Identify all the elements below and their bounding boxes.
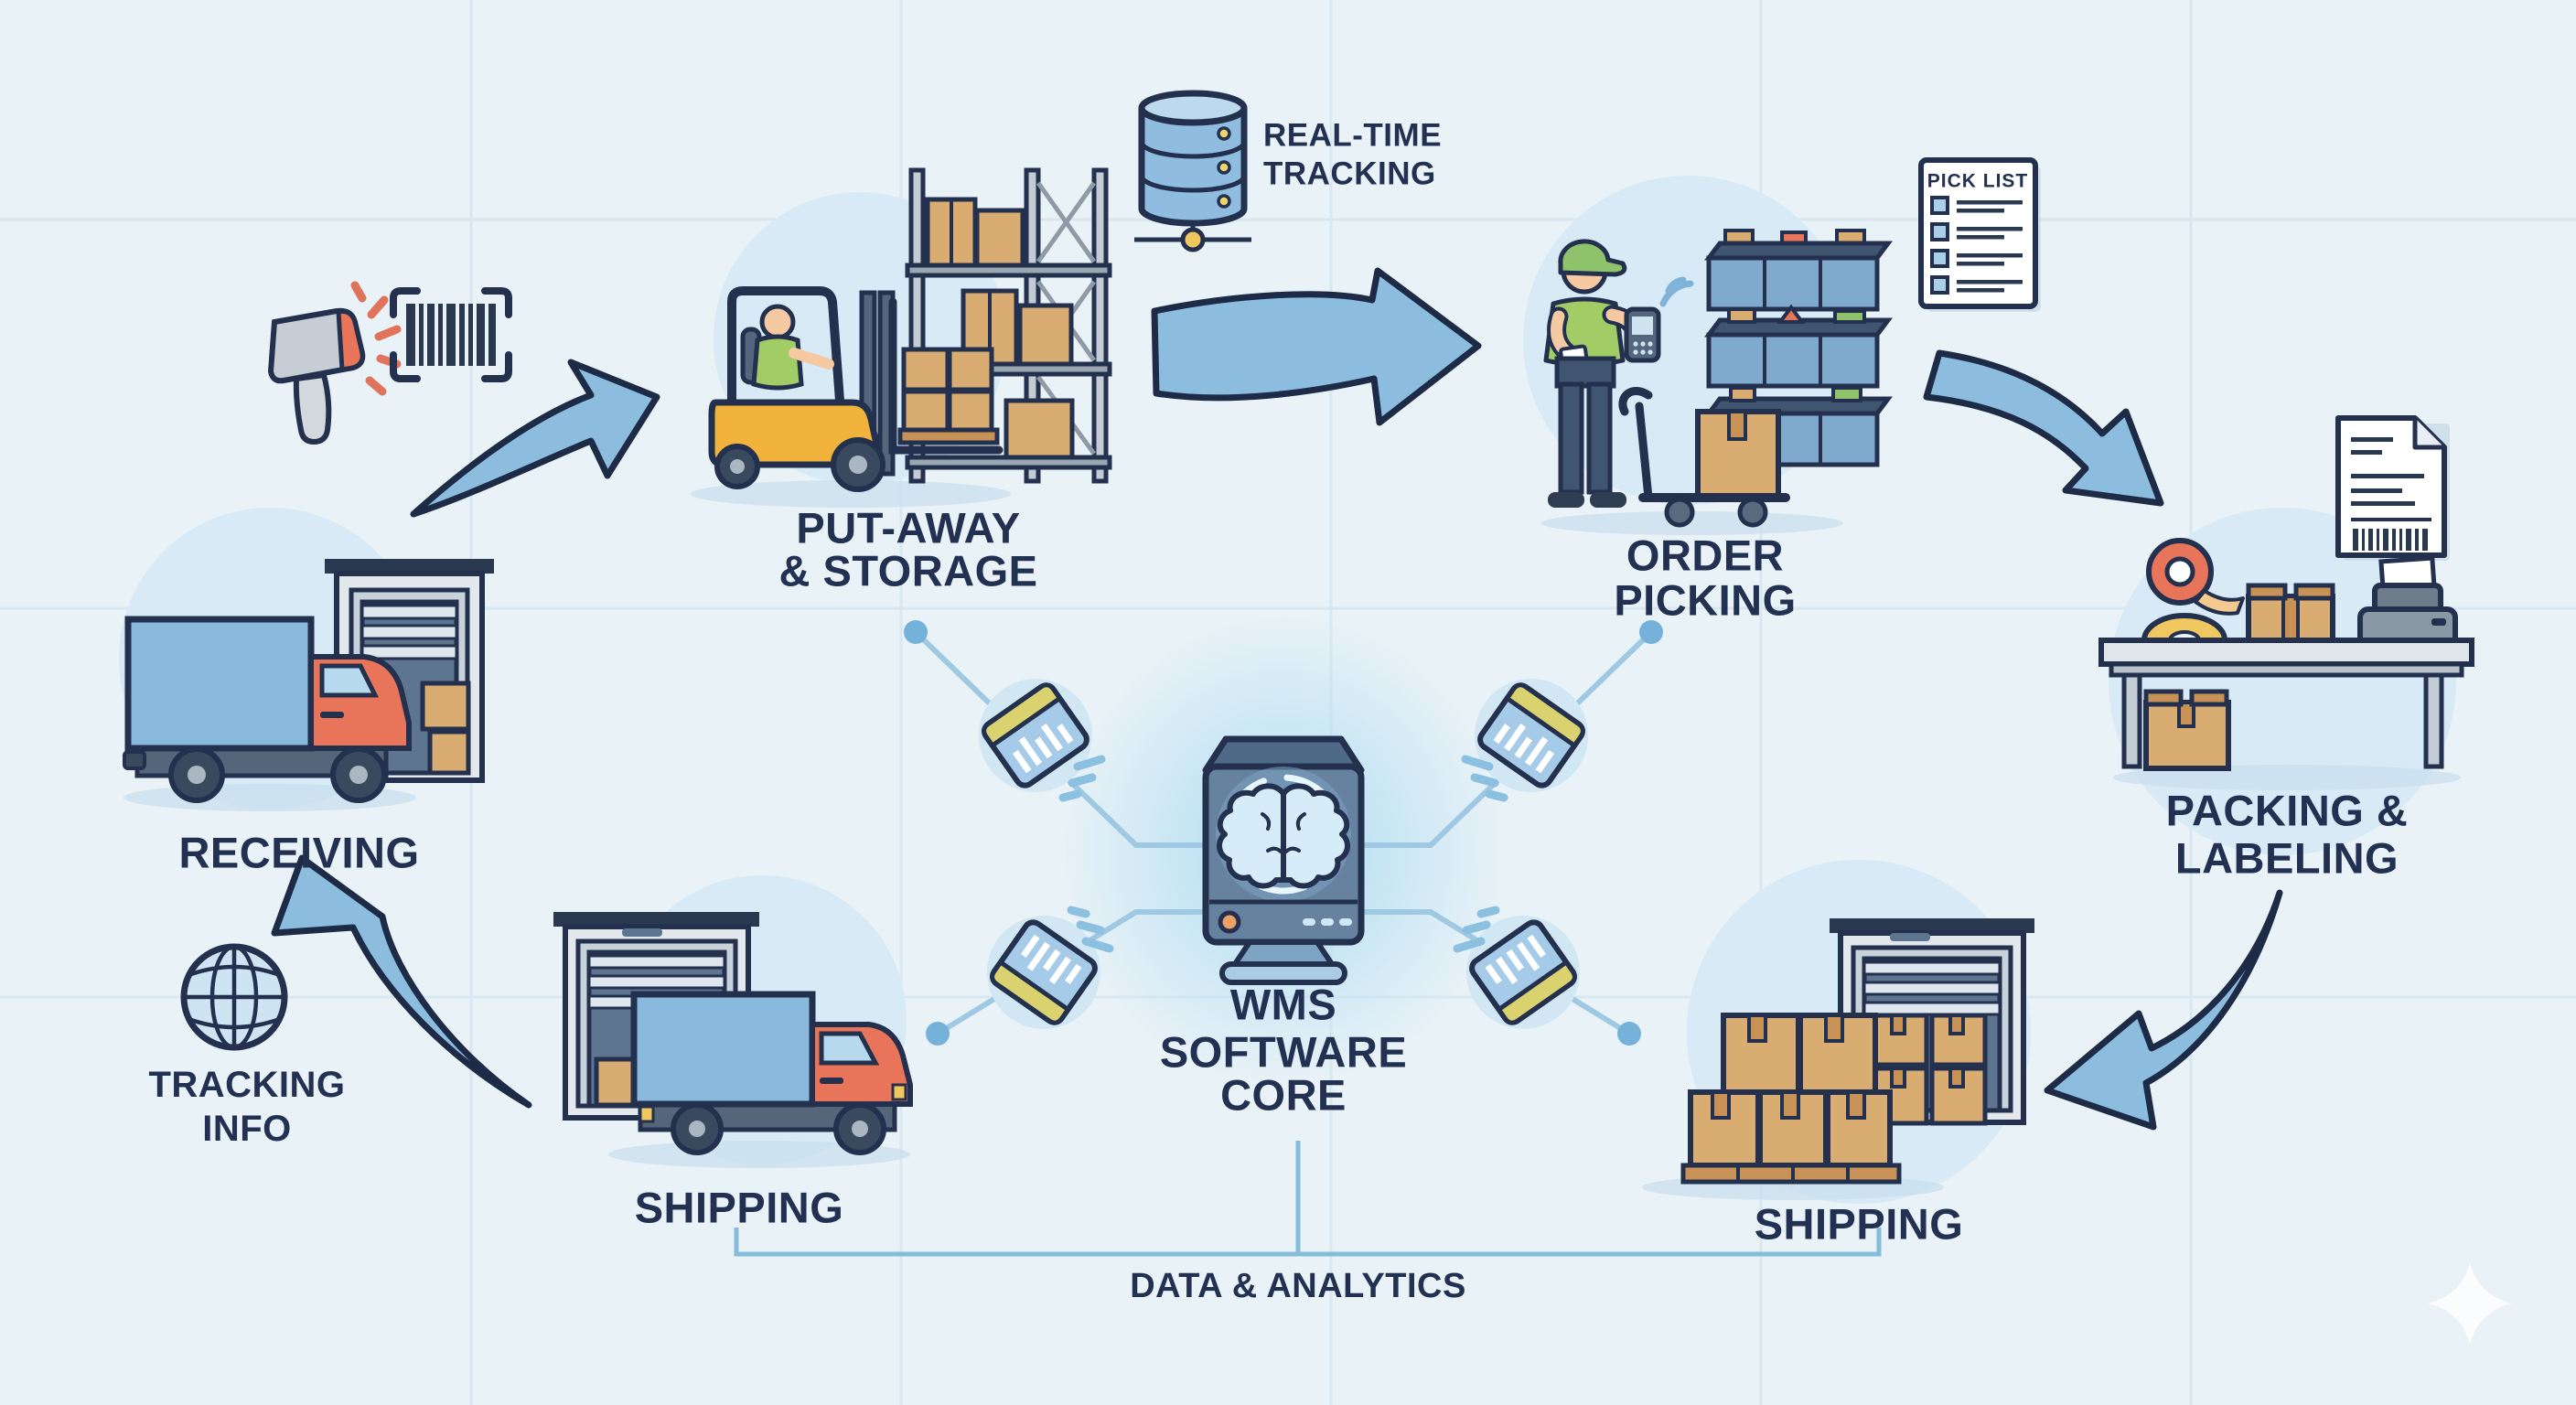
barcode-icon (390, 287, 512, 382)
pick-list-icon (1918, 157, 2041, 312)
data-packet-icon (987, 910, 1110, 1029)
label-trackinginfo-line2: INFO (202, 1109, 292, 1149)
label-packing-line1: PACKING & (2165, 786, 2409, 835)
warehouse-worker-icon (1543, 239, 1694, 508)
brain-icon (1217, 783, 1350, 889)
label-data-analytics: DATA & ANALYTICS (1130, 1267, 1466, 1305)
flow-arrows (271, 267, 2283, 1131)
label-orderpicking-line1: ORDER (1626, 531, 1785, 580)
arrow-picking-to-packing (1923, 349, 2164, 507)
data-packet-icon (1465, 679, 1588, 798)
stacked-boxes-icon (1680, 1013, 1902, 1185)
box-under-table-icon (2143, 689, 2231, 771)
globe-icon (180, 943, 288, 1051)
receiving-truck-icon (123, 616, 412, 803)
label-realtime-line1: REAL-TIME (1263, 117, 1443, 154)
label-putaway-line1: PUT-AWAY (796, 503, 1021, 552)
connector-dots (904, 620, 1663, 1046)
shipping-label-icon (2335, 415, 2450, 561)
label-wms-line3: CORE (1220, 1070, 1347, 1120)
arrow-shipping-to-tracking (271, 854, 532, 1109)
label-trackinginfo-line1: TRACKING (148, 1065, 346, 1105)
pallet-icon (1680, 1163, 1902, 1185)
tape-dispenser-icon (2146, 538, 2245, 616)
handheld-scanner-icon (1624, 306, 1661, 363)
forklift-icon (708, 286, 1004, 492)
data-packet-icon (1457, 910, 1580, 1029)
database-icon (1134, 90, 1251, 252)
hand-cart-icon (1618, 387, 1790, 528)
label-picklist-title: PICK LIST (1927, 170, 2029, 192)
packing-table-icon (2098, 538, 2474, 771)
arrow-packing-to-shipping (2044, 889, 2283, 1131)
label-putaway-line2: & STORAGE (778, 546, 1038, 595)
wms-server-icon (1202, 735, 1365, 985)
arrow-receiving-to-putaway (410, 359, 660, 518)
analytics-bracket (734, 1141, 1882, 1257)
label-wms-line1: WMS (1229, 980, 1337, 1029)
pallet-rack-icon (905, 167, 1112, 484)
sparkle-icon (2428, 1262, 2512, 1345)
label-shipping-left: SHIPPING (634, 1183, 844, 1232)
arrow-putaway-to-picking (1151, 267, 1482, 426)
network-node-icon (1180, 227, 1206, 252)
shipping-truck-icon (630, 991, 913, 1155)
label-receiving: RECEIVING (178, 828, 420, 877)
label-wms-line2: SOFTWARE (1159, 1027, 1408, 1077)
barcode-scanner-icon (267, 281, 402, 445)
data-packet-icon (979, 679, 1101, 798)
label-orderpicking-line2: PICKING (1614, 575, 1797, 625)
label-realtime-line2: TRACKING (1263, 156, 1436, 192)
label-shipping-right: SHIPPING (1754, 1199, 1964, 1249)
label-packing-line2: LABELING (2174, 833, 2399, 883)
wifi-icon (1659, 276, 1694, 307)
